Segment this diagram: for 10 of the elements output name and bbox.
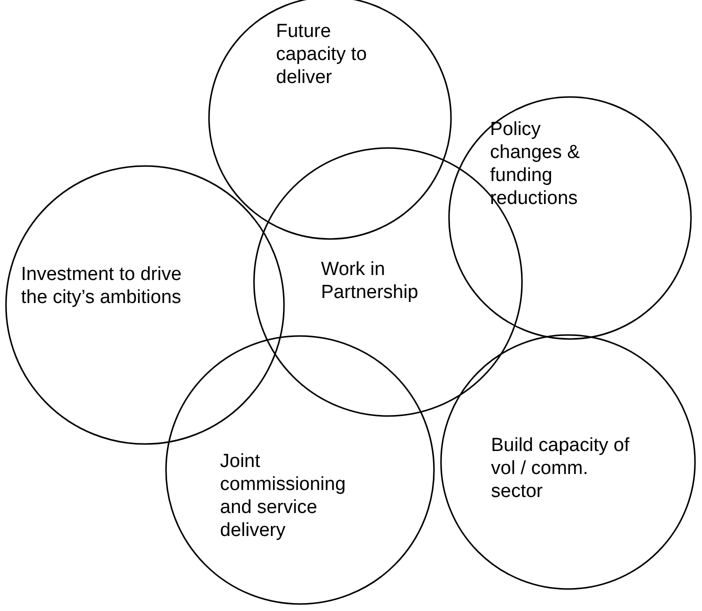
circle-label: Investment to drive the city’s ambitions [21,263,183,309]
circle-node [5,165,285,445]
circle-label: Future capacity to deliver [276,20,368,89]
circle-label: Work in Partnership [321,258,420,304]
circle-label: Build capacity of vol / comm. sector [491,434,630,503]
circle-node [440,334,696,590]
circle-node [448,96,692,340]
circle-label: Joint commissioning and service delivery [220,450,347,542]
circle-label: Policy changes & funding reductions [490,118,581,210]
circle-node [165,335,435,605]
